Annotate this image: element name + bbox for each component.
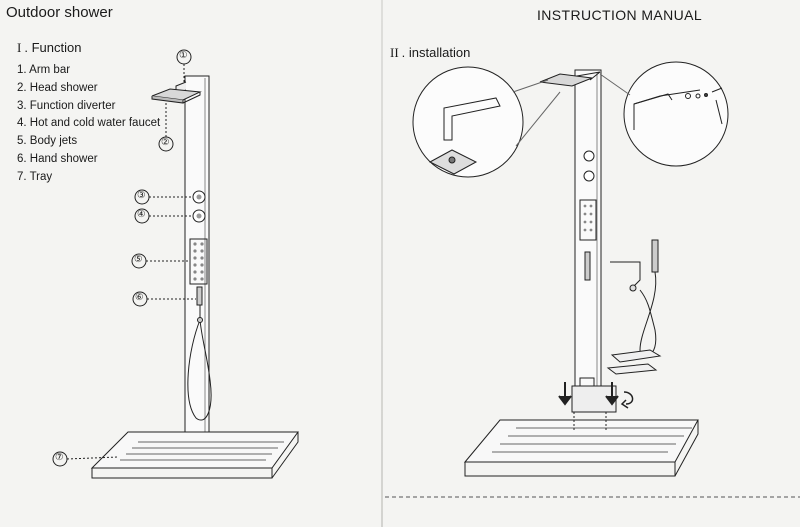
function-numeral: I [17, 40, 22, 55]
callout-7: ⑦ [55, 453, 64, 463]
callout-5: ⑤ [134, 255, 143, 265]
installation-heading-text: . installation [401, 45, 471, 60]
installation-heading: II. installation [390, 45, 470, 61]
callouts [52, 49, 196, 467]
head-shower [151, 88, 202, 104]
wall-detail-zoom [599, 61, 729, 167]
function-item: 2. Head shower [17, 81, 98, 94]
arm-detail-zoom [412, 66, 561, 178]
install-column [539, 69, 602, 401]
installation-numeral: II [390, 45, 399, 60]
header-right-title: INSTRUCTION MANUAL [537, 7, 703, 23]
function-list: 1. Arm bar 2. Head shower 3. Function di… [17, 62, 160, 187]
jet-panel [189, 238, 208, 285]
function-heading: I. Function [17, 40, 81, 56]
callout-2: ② [161, 138, 170, 148]
header-left-title: Outdoor shower [6, 4, 113, 21]
callout-4: ④ [137, 210, 146, 220]
page-fold [381, 0, 383, 527]
function-item: 5. Body jets [17, 135, 78, 148]
callout-1: ① [179, 51, 188, 61]
function-item: 1. Arm bar [17, 64, 71, 76]
callout-6: ⑥ [135, 293, 144, 303]
install-hand-shower [610, 239, 659, 357]
function-item: 4. Hot and cold water faucet [17, 117, 161, 130]
hand-shower [187, 286, 212, 421]
shower-column [184, 75, 210, 447]
function-item: 3. Function diverter [17, 99, 116, 112]
install-tray [463, 412, 699, 477]
function-heading-text: . Function [24, 40, 82, 55]
function-item: 6. Hand shower [17, 152, 98, 165]
install-arrows [558, 382, 634, 409]
body-jets [193, 242, 204, 281]
tray [90, 431, 299, 479]
function-item: 7. Tray [17, 170, 53, 183]
callout-3: ③ [137, 191, 146, 201]
